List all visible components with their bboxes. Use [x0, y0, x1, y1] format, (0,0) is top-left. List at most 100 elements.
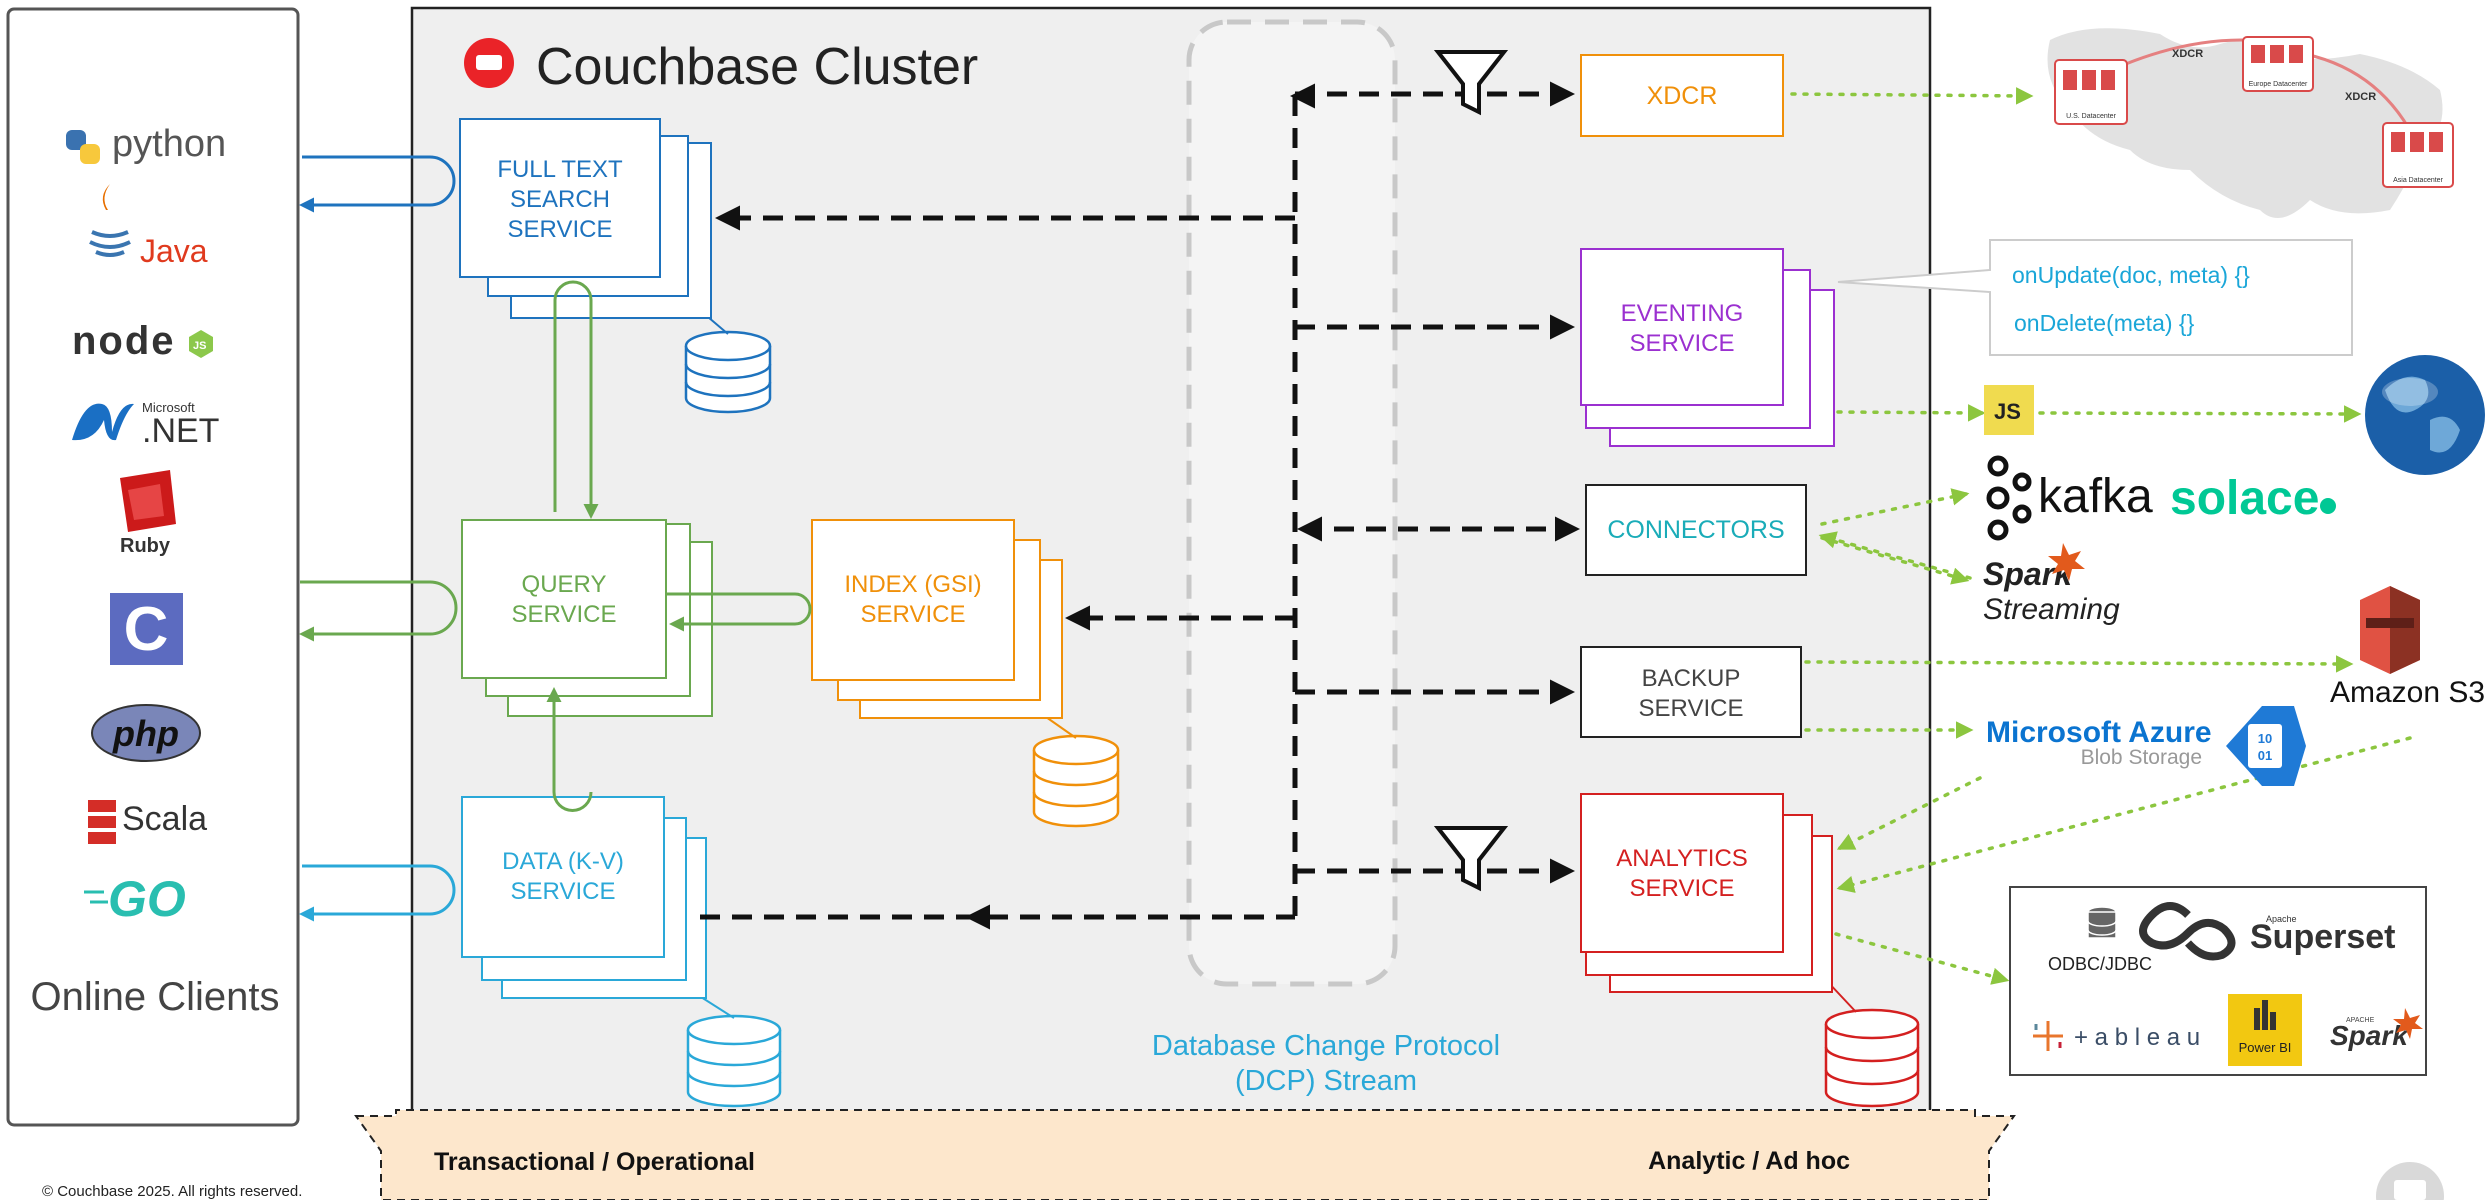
datacenter-europe-label: Europe Datacenter: [2249, 81, 2308, 88]
c-logo-icon: C: [110, 593, 183, 665]
fts-service: FULL TEXT SEARCH SERVICE: [459, 118, 712, 319]
tableau-label: + a b l e a u: [2074, 1024, 2200, 1051]
online-clients-title: Online Clients: [30, 975, 279, 1019]
node-label: node: [72, 319, 176, 363]
go-label: GO: [108, 871, 186, 927]
index-service: INDEX (GSI) SERVICE: [811, 519, 1063, 719]
amazon-s3-logo-icon: Amazon S3: [2330, 586, 2485, 709]
superset-label: Superset: [2250, 918, 2396, 956]
fts-label-line3: SERVICE: [508, 216, 613, 243]
python-label: python: [112, 123, 226, 165]
azure-label-b: Blob Storage: [2081, 746, 2202, 769]
azure-label-a: Microsoft Azure: [1986, 716, 2212, 749]
xdcr-world-map: XDCR XDCR U.S. Datacenter Europe Datacen…: [2047, 28, 2454, 219]
dcp-arrows: [700, 81, 1580, 930]
xdcr-map-link-b: XDCR: [2345, 91, 2376, 103]
dcp-label-line1: Database Change Protocol: [1152, 1030, 1500, 1062]
fts-storage-icon: [684, 330, 772, 414]
kafka-label: kafka: [2038, 470, 2153, 523]
client-connection-arrows: [299, 155, 458, 922]
powerbi-label: Power BI: [2239, 1040, 2292, 1055]
data-label-line2: SERVICE: [511, 878, 616, 905]
amazon-s3-label: Amazon S3: [2330, 676, 2485, 709]
filter-icon: [1433, 826, 1509, 892]
solace-logo-icon: solace: [2170, 472, 2336, 525]
java-logo-icon: Java: [89, 184, 208, 269]
analytics-service: ANALYTICS SERVICE: [1580, 793, 1833, 993]
java-label: Java: [140, 233, 208, 269]
spark-small-label: APACHE: [2346, 1017, 2375, 1024]
dcp-label-line2: (DCP) Stream: [1235, 1065, 1417, 1097]
analytics-label-line1: ANALYTICS: [1616, 845, 1748, 872]
connectors-service: CONNECTORS: [1585, 484, 1807, 576]
backup-label-line1: BACKUP: [1642, 665, 1741, 692]
python-logo-icon: python: [66, 123, 226, 165]
kafka-logo-icon: kafka: [1986, 455, 2153, 541]
external-arrows: [1790, 87, 2412, 985]
connectors-label: CONNECTORS: [1607, 516, 1784, 544]
xdcr-service: XDCR: [1580, 54, 1784, 137]
band-left-label: Transactional / Operational: [434, 1148, 755, 1176]
query-label-line2: SERVICE: [512, 601, 617, 628]
scala-label: Scala: [122, 800, 207, 838]
query-service: QUERY SERVICE: [461, 519, 713, 717]
datacenter-us-label: U.S. Datacenter: [2066, 113, 2116, 120]
spark-label: Spark: [2330, 1020, 2409, 1051]
scala-logo-icon: Scala: [88, 800, 207, 844]
data-storage-icon: [686, 1014, 782, 1108]
filter-icon: [1433, 50, 1509, 116]
callout-line1: onUpdate(doc, meta) {}: [2012, 262, 2250, 288]
data-service: DATA (K-V) SERVICE: [461, 796, 707, 999]
query-internal-arrows: [554, 280, 812, 812]
azure-bits-b: 01: [2258, 748, 2272, 763]
backup-label-line2: SERVICE: [1639, 695, 1744, 722]
apache-spark-logo-icon: APACHE Spark: [2330, 1008, 2423, 1051]
xdcr-map-link-a: XDCR: [2172, 48, 2203, 60]
tableau-logo-icon: + a b l e a u: [2033, 1021, 2200, 1051]
ruby-logo-icon: Ruby: [120, 470, 176, 557]
band-right-label: Analytic / Ad hoc: [1648, 1147, 1850, 1175]
backup-service: BACKUP SERVICE: [1580, 646, 1802, 738]
workload-band: Transactional / Operational Analytic / A…: [354, 1109, 2016, 1200]
callout-line2: onDelete(meta) {}: [2014, 310, 2195, 336]
eventing-label-line1: EVENTING: [1621, 300, 1744, 327]
eventing-service: EVENTING SERVICE: [1580, 248, 1835, 447]
eventing-code-callout: onUpdate(doc, meta) {} onDelete(meta) {}: [1837, 239, 2353, 356]
index-storage-icon: [1032, 734, 1120, 828]
go-logo-icon: GO: [84, 871, 186, 927]
copyright-text: © Couchbase 2025. All rights reserved.: [42, 1183, 302, 1200]
javascript-logo-icon: JS: [1984, 385, 2034, 435]
dotnet-logo-icon: Microsoft .NET: [72, 400, 219, 450]
spark-streaming-logo-icon: Spark Streaming: [1983, 543, 2120, 626]
query-label-line1: QUERY: [522, 571, 607, 598]
xdcr-label: XDCR: [1647, 82, 1718, 110]
analytics-label-line2: SERVICE: [1630, 875, 1735, 902]
nodejs-logo-icon: node JS: [72, 319, 213, 363]
node-badge: JS: [193, 340, 206, 352]
fts-label-line1: FULL TEXT: [497, 156, 623, 183]
superset-logo-icon: Apache Superset: [2139, 902, 2396, 961]
eventing-label-line2: SERVICE: [1630, 330, 1735, 357]
azure-blob-storage-logo-icon: Microsoft Azure Blob Storage 10 01: [1986, 706, 2306, 786]
index-label-line1: INDEX (GSI): [844, 571, 981, 598]
datacenter-asia-label: Asia Datacenter: [2393, 177, 2443, 184]
php-logo-icon: php: [91, 704, 201, 762]
js-badge-label: JS: [1994, 399, 2021, 424]
odbc-jdbc-label: ODBC/JDBC: [2048, 954, 2152, 974]
spark-streaming-label-b: Streaming: [1983, 593, 2120, 626]
ruby-label: Ruby: [120, 535, 171, 557]
index-label-line2: SERVICE: [861, 601, 966, 628]
globe-icon: [2365, 355, 2485, 475]
fts-label-line2: SEARCH: [510, 186, 610, 213]
couchbase-logo-icon: [464, 38, 514, 88]
dotnet-label: .NET: [142, 412, 219, 450]
dotnet-sup: Microsoft: [142, 400, 195, 415]
couchbase-logo-icon: [2376, 1162, 2444, 1200]
azure-bits-a: 10: [2258, 731, 2272, 746]
dcp-stream: Database Change Protocol (DCP) Stream: [1152, 19, 1500, 1097]
superset-small-label: Apache: [2266, 914, 2297, 924]
bi-tools-panel: ODBC/JDBC Apache Superset + a b l e a u …: [2009, 886, 2427, 1076]
analytics-storage-icon: [1824, 1008, 1920, 1108]
online-clients-panel: python Java node JS Microsoft .NET Ruby: [6, 7, 300, 1127]
